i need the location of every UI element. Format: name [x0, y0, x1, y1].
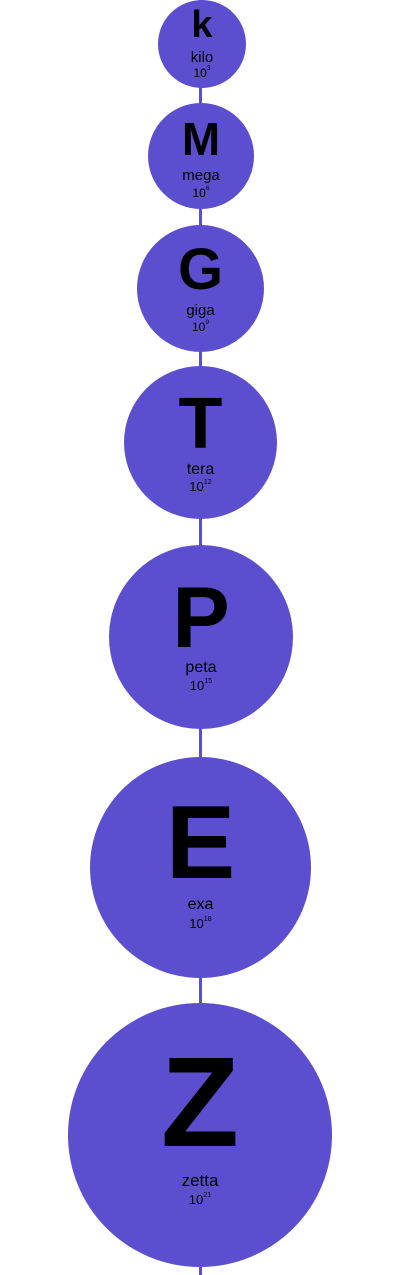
prefix-circle-giga: G giga 109: [137, 225, 264, 352]
power-base: 10: [193, 66, 207, 80]
prefix-symbol: P: [172, 570, 230, 666]
prefix-name: mega: [182, 167, 220, 184]
prefix-circle-exa: E exa 1018: [90, 757, 311, 978]
prefix-name: zetta: [181, 1171, 219, 1190]
prefix-power: 1012: [124, 478, 277, 494]
prefix-symbol: M: [181, 113, 221, 165]
prefix-power: 1018: [90, 915, 311, 931]
prefix-power: 1015: [109, 677, 293, 693]
prefix-circle-mega: M mega 106: [148, 103, 254, 209]
prefix-name: giga: [186, 302, 215, 319]
power-base: 10: [191, 320, 206, 334]
prefix-symbol: T: [178, 384, 223, 464]
prefix-symbol: E: [165, 785, 236, 901]
prefix-circle-kilo: k kilo 103: [158, 0, 246, 88]
power-base: 10: [188, 1192, 204, 1207]
prefix-name: kilo: [190, 49, 214, 66]
prefix-name: peta: [185, 659, 217, 676]
prefix-symbol: k: [191, 4, 213, 46]
prefix-circle-tera: T tera 1012: [124, 366, 277, 519]
prefix-power: 1021: [68, 1191, 332, 1207]
power-base: 10: [189, 479, 204, 494]
prefix-circle-zetta: Z zetta 1021: [68, 1003, 332, 1267]
prefix-name: tera: [186, 461, 215, 478]
power-exponent: 9: [205, 319, 210, 326]
power-exponent: 3: [206, 65, 211, 72]
power-exponent: 15: [204, 677, 213, 685]
prefix-symbol: Z: [160, 1031, 240, 1174]
power-base: 10: [192, 186, 206, 200]
power-exponent: 21: [203, 1191, 212, 1199]
prefix-symbol: G: [177, 237, 224, 302]
power-base: 10: [189, 916, 204, 931]
prefix-power: 103: [158, 65, 246, 80]
prefix-power: 109: [137, 319, 264, 334]
power-base: 10: [189, 678, 205, 693]
power-exponent: 6: [205, 185, 210, 192]
prefix-name: exa: [187, 896, 214, 913]
power-exponent: 18: [203, 915, 212, 923]
power-exponent: 12: [203, 478, 212, 486]
prefix-power: 106: [148, 185, 254, 200]
prefix-circle-peta: P peta 1015: [109, 545, 293, 729]
